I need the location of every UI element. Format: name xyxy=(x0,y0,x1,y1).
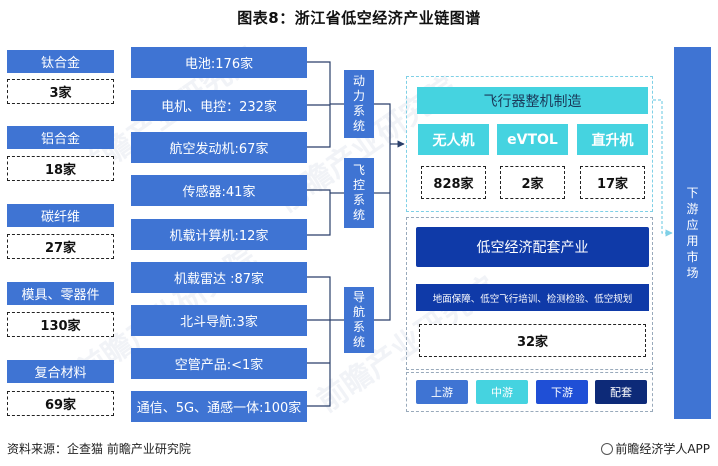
manufacturing-group xyxy=(406,76,653,212)
aircraft-count: 2家 xyxy=(500,166,565,199)
support-title: 低空经济配套产业 xyxy=(416,227,649,267)
component-box: 传感器:41家 xyxy=(131,175,307,206)
chart-title: 图表8：浙江省低空经济产业链图谱 xyxy=(237,9,481,27)
material-count: 3家 xyxy=(7,79,114,104)
material-count: 27家 xyxy=(7,234,114,259)
legend-upstream: 上游 xyxy=(416,380,468,404)
component-box: 机载雷达 :87家 xyxy=(131,262,307,293)
brand-logo-icon xyxy=(601,443,614,455)
support-group xyxy=(406,217,653,370)
support-services: 地面保障、低空飞行培训、检测检验、低空规划 xyxy=(416,284,649,311)
material-count: 69家 xyxy=(7,391,114,416)
component-box: 北斗导航:3家 xyxy=(131,305,307,336)
aircraft-type: 无人机 xyxy=(418,124,489,155)
downstream-market: 下游应用市场 xyxy=(674,47,711,419)
system-navigation: 导航系统 xyxy=(344,287,374,353)
material-label: 碳纤维 xyxy=(7,204,114,227)
aircraft-type: eVTOL xyxy=(497,124,568,155)
aircraft-type: 直升机 xyxy=(577,124,648,155)
legend-support: 配套 xyxy=(595,380,647,404)
legend-downstream: 下游 xyxy=(536,380,588,404)
manufacturing-title: 飞行器整机制造 xyxy=(417,87,648,114)
material-label: 复合材料 xyxy=(7,360,114,383)
source-note: 资料来源：企查猫 前瞻产业研究院 xyxy=(7,442,191,456)
material-count: 130家 xyxy=(7,312,114,337)
material-label: 铝合金 xyxy=(7,126,114,149)
system-power: 动力系统 xyxy=(344,70,374,138)
brand-note: 前瞻经济学人APP xyxy=(601,440,710,457)
legend xyxy=(406,372,653,412)
aircraft-count: 17家 xyxy=(580,166,645,199)
component-box: 电池:176家 xyxy=(131,47,307,78)
material-count: 18家 xyxy=(7,156,114,181)
component-box: 航空发动机:67家 xyxy=(131,132,307,163)
component-box: 机载计算机:12家 xyxy=(131,219,307,250)
component-box: 电机、电控：232家 xyxy=(131,90,307,121)
legend-midstream: 中游 xyxy=(476,380,528,404)
material-label: 钛合金 xyxy=(7,50,114,73)
system-flight-control: 飞控系统 xyxy=(344,158,374,228)
component-box: 通信、5G、通感一体:100家 xyxy=(131,391,307,422)
aircraft-count: 828家 xyxy=(421,166,486,199)
component-box: 空管产品:<1家 xyxy=(131,348,307,379)
support-count: 32家 xyxy=(419,324,646,357)
material-label: 模具、零器件 xyxy=(7,282,114,305)
